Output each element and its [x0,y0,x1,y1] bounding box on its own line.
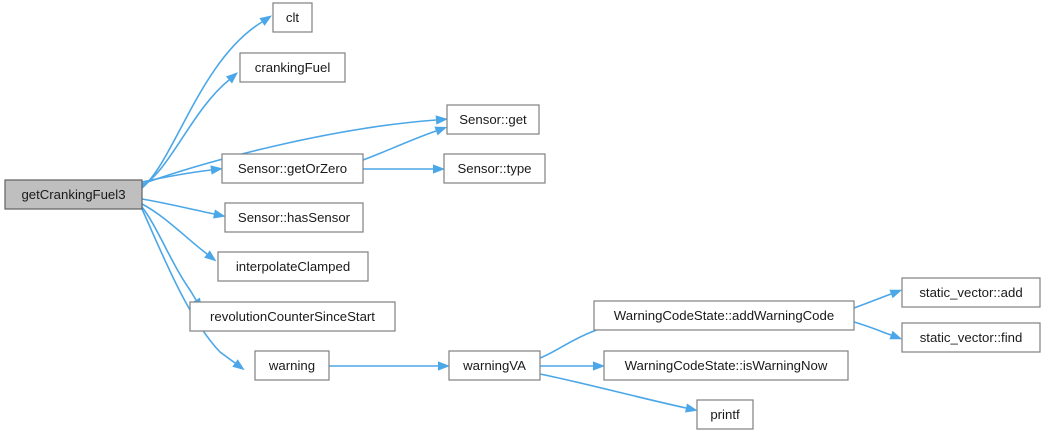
edge-get-cranking-fuel3-to-sensor-get-or-zero [141,165,223,183]
node-label: getCrankingFuel3 [21,187,125,202]
node-label: warningVA [462,358,526,373]
node-box[interactable] [901,277,1041,308]
node-box[interactable] [272,2,313,33]
edge-get-cranking-fuel3-to-interpolate-clamped [141,203,217,262]
node-revolution-counter-since-start[interactable]: revolutionCounterSinceStart [189,301,396,332]
edge-get-cranking-fuel3-to-sensor-get [141,115,448,185]
arrow-head [210,165,223,175]
node-label: interpolateClamped [236,259,350,274]
node-sensor-has-sensor[interactable]: Sensor::hasSensor [224,202,364,233]
node-label: clt [286,10,300,25]
edge-sensor-get-or-zero-to-sensor-type [362,164,445,174]
arrow-head [434,126,448,136]
edge-warning-code-state-add-warning-code-to-static-vector-find [853,321,903,340]
edge-sensor-get-or-zero-to-sensor-get [362,126,448,161]
arrow-head [889,330,903,340]
node-printf[interactable]: printf [696,399,754,430]
node-box[interactable] [901,322,1041,353]
edge-warning-va-to-printf [539,373,698,413]
node-clt[interactable]: clt [272,2,313,33]
node-static-vector-find[interactable]: static_vector::find [901,322,1041,353]
node-box[interactable] [593,300,855,331]
node-sensor-get[interactable]: Sensor::get [446,104,540,135]
arrow-head [232,359,245,371]
node-label: crankingFuel [255,60,331,75]
edge-warning-to-warning-va [329,361,450,371]
node-box[interactable] [448,350,541,381]
arrow-head [685,403,698,413]
node-sensor-get-or-zero[interactable]: Sensor::getOrZero [221,153,364,184]
node-label: warning [268,358,315,373]
node-label: printf [710,407,740,422]
node-label: revolutionCounterSinceStart [210,309,375,324]
node-box[interactable] [224,202,364,233]
node-box[interactable] [189,301,396,332]
node-label: Sensor::hasSensor [238,210,351,225]
arrow-head [213,209,226,219]
edge-get-cranking-fuel3-to-warning [141,208,245,371]
node-box[interactable] [446,104,540,135]
arrow-head [259,15,273,26]
edge-get-cranking-fuel3-to-cranking-fuel [141,72,239,187]
node-warning[interactable]: warning [254,350,330,381]
edge-warning-va-to-warning-code-state-is-warning-now [540,361,605,371]
node-warning-va[interactable]: warningVA [448,350,541,381]
node-box[interactable] [254,350,330,381]
node-label: static_vector::add [919,285,1022,300]
node-box[interactable] [696,399,754,430]
node-label: Sensor::type [457,161,531,176]
node-sensor-type[interactable]: Sensor::type [443,153,546,184]
node-label: Sensor::getOrZero [238,161,347,176]
node-label: WarningCodeState::isWarningNow [625,358,828,373]
node-label: static_vector::find [920,330,1023,345]
nodes-layer: getCrankingFuel3 cltcrankingFuelSensor::g… [4,2,1041,430]
node-label: Sensor::get [459,112,527,127]
edge-get-cranking-fuel3-to-clt [141,15,273,189]
edge-warning-code-state-add-warning-code-to-static-vector-add [853,289,903,309]
node-static-vector-add[interactable]: static_vector::add [901,277,1041,308]
node-box[interactable] [221,153,364,184]
arrow-head [593,361,605,371]
node-interpolate-clamped[interactable]: interpolateClamped [217,251,369,282]
node-box[interactable] [443,153,546,184]
arrow-head [225,72,239,84]
arrow-head [435,115,448,125]
node-get-cranking-fuel3[interactable]: getCrankingFuel3 [4,179,143,210]
node-box[interactable] [217,251,369,282]
node-box[interactable] [239,52,346,83]
arrow-head [438,361,450,371]
node-box[interactable] [603,350,849,381]
node-box[interactable] [4,179,143,210]
arrow-head [889,289,903,299]
node-warning-code-state-add-warning-code[interactable]: WarningCodeState::addWarningCode [593,300,855,331]
arrow-head [433,164,445,174]
node-label: WarningCodeState::addWarningCode [614,308,834,323]
arrow-head [204,250,217,262]
edge-get-cranking-fuel3-to-revolution-counter-since-start [141,206,203,311]
node-cranking-fuel[interactable]: crankingFuel [239,52,346,83]
node-warning-code-state-is-warning-now[interactable]: WarningCodeState::isWarningNow [603,350,849,381]
edge-get-cranking-fuel3-to-sensor-has-sensor [141,198,226,219]
